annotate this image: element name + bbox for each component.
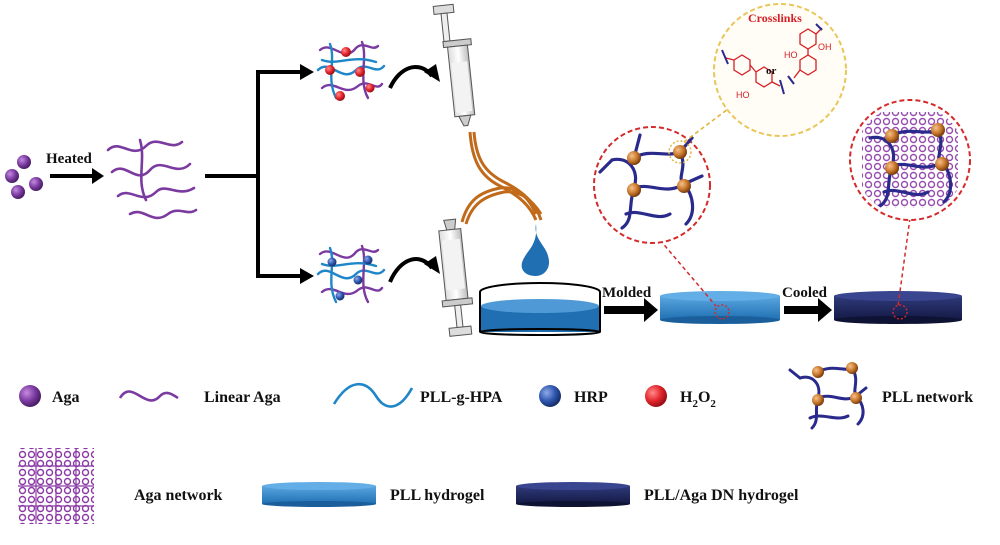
legend-row-2: Aga network PLL hydrogel PLL/Aga DN hydr…: [18, 448, 799, 524]
petri-dish: [479, 282, 601, 336]
legend-pll-hydrogel-label: PLL hydrogel: [390, 487, 485, 504]
curved-arrows: [388, 65, 434, 283]
legend-pll-g-hpa-label: PLL-g-HPA: [420, 389, 503, 406]
heated-label: Heated: [46, 151, 92, 167]
legend-h2o2-icon: [645, 385, 667, 407]
zoom-circle-pll: [593, 126, 711, 244]
molded-arrow: [604, 298, 658, 322]
legend-aga-icon: [19, 385, 41, 407]
legend-aga-label: Aga: [52, 389, 80, 406]
branch-lines: [205, 70, 300, 278]
legend-pll-network-label: PLL network: [882, 389, 973, 406]
zoom-circle-dn: [849, 99, 971, 221]
legend-hrp-icon: [539, 385, 561, 407]
cooled-label: Cooled: [782, 285, 828, 301]
dn-hydrogel-disk: [834, 291, 962, 324]
molded-label: Molded: [602, 285, 652, 301]
legend-pll-g-hpa-icon: [332, 382, 414, 408]
crosslinks-callout: Crosslinks HO or OH HO: [713, 3, 847, 137]
mixture-top: [316, 40, 386, 101]
legend-dn-hydrogel-icon: [516, 482, 630, 507]
ho-label-2: HO: [784, 50, 798, 60]
crosslinks-title: Crosslinks: [748, 11, 802, 25]
cooled-arrow: [784, 298, 832, 322]
branch-arrow-top: [300, 64, 314, 80]
heated-arrow: [50, 168, 104, 184]
oh-label: OH: [818, 42, 832, 52]
mixture-bottom: [316, 244, 386, 304]
syringe-top: [432, 3, 476, 127]
aga-particles: [5, 155, 43, 199]
branch-arrow-bottom: [300, 268, 314, 284]
legend-row-1: Aga Linear Aga PLL-g-HPA HRP H2O2 PLL ne…: [19, 362, 973, 430]
syringe-bottom: [438, 218, 474, 337]
zoom-lines: [659, 217, 911, 307]
pll-hydrogel-disk: [660, 291, 780, 324]
y-tube: [460, 131, 543, 225]
gel-droplet: [521, 224, 550, 276]
or-label: or: [766, 65, 777, 77]
legend-hrp-label: HRP: [574, 389, 608, 406]
legend-aga-network-label: Aga network: [134, 487, 223, 504]
legend-dn-hydrogel-label: PLL/Aga DN hydrogel: [644, 487, 799, 504]
linear-aga-chains: [106, 138, 198, 220]
legend-linear-aga-label: Linear Aga: [204, 389, 281, 406]
ho-label-1: HO: [736, 90, 750, 100]
legend-linear-aga-icon: [118, 390, 179, 402]
legend-pll-hydrogel-icon: [262, 482, 376, 507]
legend-h2o2-label: H2O2: [680, 389, 716, 410]
